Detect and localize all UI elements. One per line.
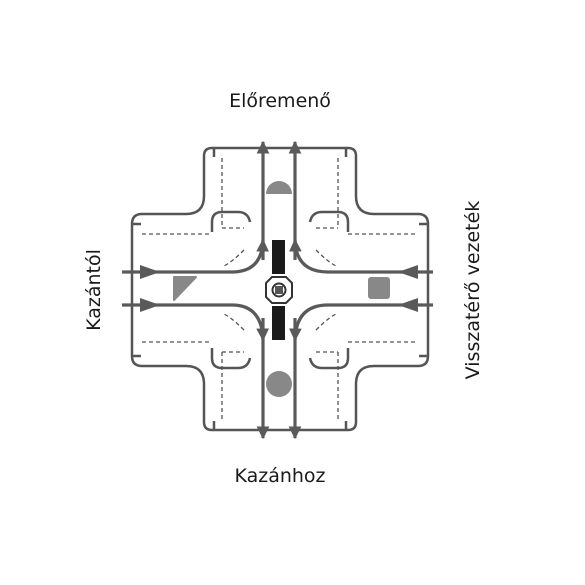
chevron-right-icon — [140, 265, 160, 279]
seal-left-wedge — [173, 276, 197, 301]
label-left-flow: Kazántól — [83, 249, 105, 331]
arrow-in-right-bottom — [288, 303, 433, 342]
arrow-in-left-bottom — [122, 303, 270, 342]
chevron-left-icon — [398, 298, 418, 312]
label-top-flow: Előremenő — [229, 90, 331, 112]
valve-body-outline — [130, 146, 430, 432]
seal-right-square — [368, 277, 390, 299]
arrow-in-left-top — [122, 238, 270, 274]
chevron-right-icon — [140, 298, 160, 312]
label-bottom-flow: Kazánhoz — [234, 465, 325, 487]
seal-top-half-disc — [266, 181, 292, 194]
flow-channel-walls — [210, 210, 350, 370]
seal-bottom-disc — [266, 371, 292, 397]
inner-dashed-lines — [142, 158, 418, 420]
flange-marks — [132, 148, 428, 430]
rotor-blade-bottom — [272, 306, 285, 340]
chevron-left-icon — [398, 265, 418, 279]
flow-chevrons — [140, 265, 418, 312]
rotor-blade-top — [272, 240, 285, 274]
mixing-valve-rotor-icon — [265, 240, 293, 340]
label-right-flow: Visszatérő vezeték — [462, 201, 484, 380]
valve-seals — [173, 181, 390, 397]
arrow-in-right-top — [288, 238, 433, 274]
horizontal-flow-arrows — [122, 238, 433, 342]
